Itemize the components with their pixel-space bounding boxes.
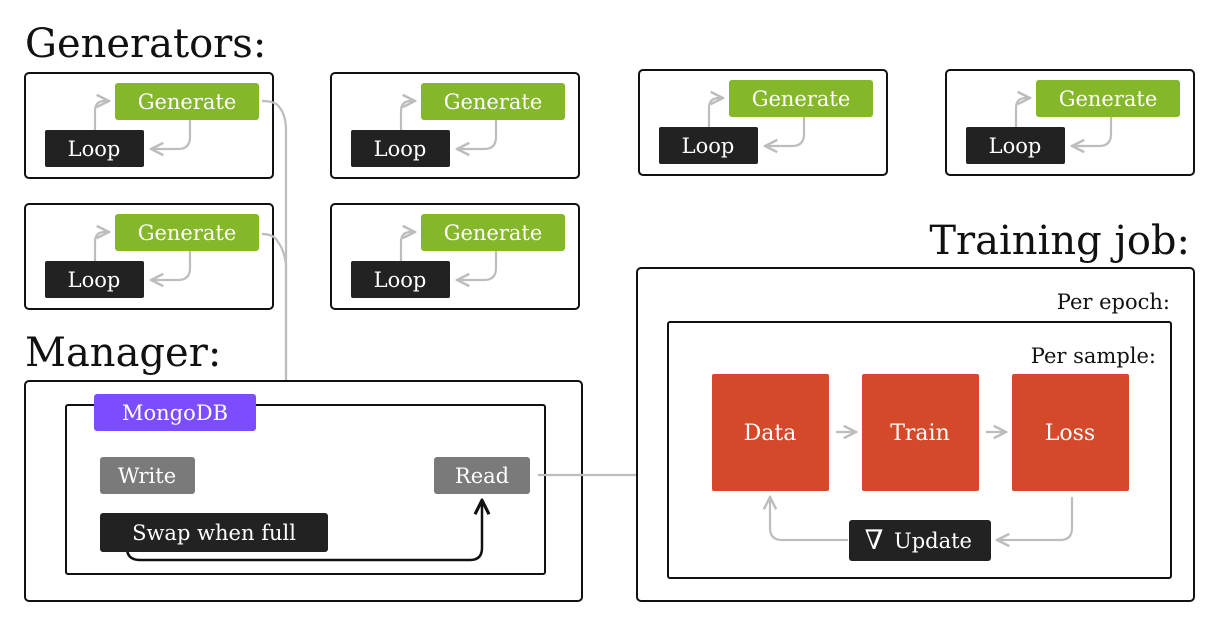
per-sample-label: Per sample: bbox=[1031, 344, 1156, 368]
loop-label: Loop bbox=[68, 137, 121, 161]
generate-to-loop-arrow bbox=[1072, 117, 1113, 146]
per-epoch-label: Per epoch: bbox=[1057, 290, 1170, 314]
train-stage[interactable] bbox=[862, 374, 979, 491]
update-to-data-arrow bbox=[770, 497, 848, 542]
loss-to-update-arrow bbox=[997, 497, 1074, 540]
loss-label: Loss bbox=[1045, 421, 1095, 446]
loss-stage[interactable] bbox=[1012, 374, 1129, 491]
generate-to-loop-arrow bbox=[151, 251, 192, 280]
generate-label: Generate bbox=[138, 90, 237, 114]
train-label: Train bbox=[890, 421, 950, 446]
loop-label: Loop bbox=[374, 268, 427, 292]
generate-button[interactable] bbox=[421, 83, 565, 120]
loop-label: Loop bbox=[682, 134, 735, 158]
loop-to-generate-arrow bbox=[707, 98, 723, 127]
loop-button[interactable] bbox=[351, 261, 450, 298]
generate-label: Generate bbox=[444, 90, 543, 114]
generate-button[interactable] bbox=[729, 80, 873, 117]
generate-label: Generate bbox=[138, 221, 237, 245]
write-label: Write bbox=[118, 464, 176, 488]
swap-label: Swap when full bbox=[132, 521, 296, 545]
loop-to-generate-arrow bbox=[1014, 98, 1030, 127]
read-box[interactable] bbox=[434, 457, 530, 494]
write-box[interactable] bbox=[100, 457, 195, 494]
swap-arrow bbox=[125, 502, 482, 562]
generate-button[interactable] bbox=[115, 83, 259, 120]
loop-button[interactable] bbox=[659, 127, 758, 164]
generate-label: Generate bbox=[752, 87, 851, 111]
generate-to-loop-arrow bbox=[151, 120, 192, 149]
update-label: Update bbox=[894, 529, 972, 553]
generate-label: Generate bbox=[1059, 87, 1158, 111]
generate-to-loop-arrow bbox=[457, 120, 498, 149]
update-box[interactable] bbox=[849, 520, 991, 561]
loop-to-generate-arrow bbox=[93, 101, 109, 130]
training-job-heading: Training job: bbox=[929, 218, 1190, 264]
generate-button[interactable] bbox=[1036, 80, 1180, 117]
generate-button[interactable] bbox=[115, 214, 259, 251]
generators-group: GenerateLoopGenerateLoopGenerateLoopGene… bbox=[24, 69, 1195, 310]
generate-to-loop-arrow bbox=[457, 251, 498, 280]
loop-button[interactable] bbox=[45, 130, 144, 167]
loop-to-generate-arrow bbox=[399, 232, 415, 261]
generate-button[interactable] bbox=[421, 214, 565, 251]
generators-heading: Generators: bbox=[25, 21, 266, 67]
loop-to-generate-arrow bbox=[399, 101, 415, 130]
mongodb-label: MongoDB bbox=[122, 401, 228, 425]
loop-button[interactable] bbox=[351, 130, 450, 167]
loop-label: Loop bbox=[68, 268, 121, 292]
nabla-icon: ∇ bbox=[865, 525, 884, 556]
data-label: Data bbox=[744, 421, 797, 446]
generate-to-loop-arrow bbox=[765, 117, 806, 146]
manager-panel: MongoDB Write Read Swap when full bbox=[24, 380, 583, 602]
loop-label: Loop bbox=[374, 137, 427, 161]
read-label: Read bbox=[455, 464, 509, 488]
generate-label: Generate bbox=[444, 221, 543, 245]
loop-button[interactable] bbox=[966, 127, 1065, 164]
loop-button[interactable] bbox=[45, 261, 144, 298]
mongodb-badge[interactable] bbox=[94, 394, 256, 431]
training-panel: Per epoch: Per sample: Data Train Loss ∇… bbox=[636, 267, 1195, 602]
swap-box[interactable] bbox=[100, 513, 328, 552]
data-stage[interactable] bbox=[712, 374, 829, 491]
loop-to-generate-arrow bbox=[93, 232, 109, 261]
loop-label: Loop bbox=[989, 134, 1042, 158]
manager-heading: Manager: bbox=[25, 330, 221, 376]
